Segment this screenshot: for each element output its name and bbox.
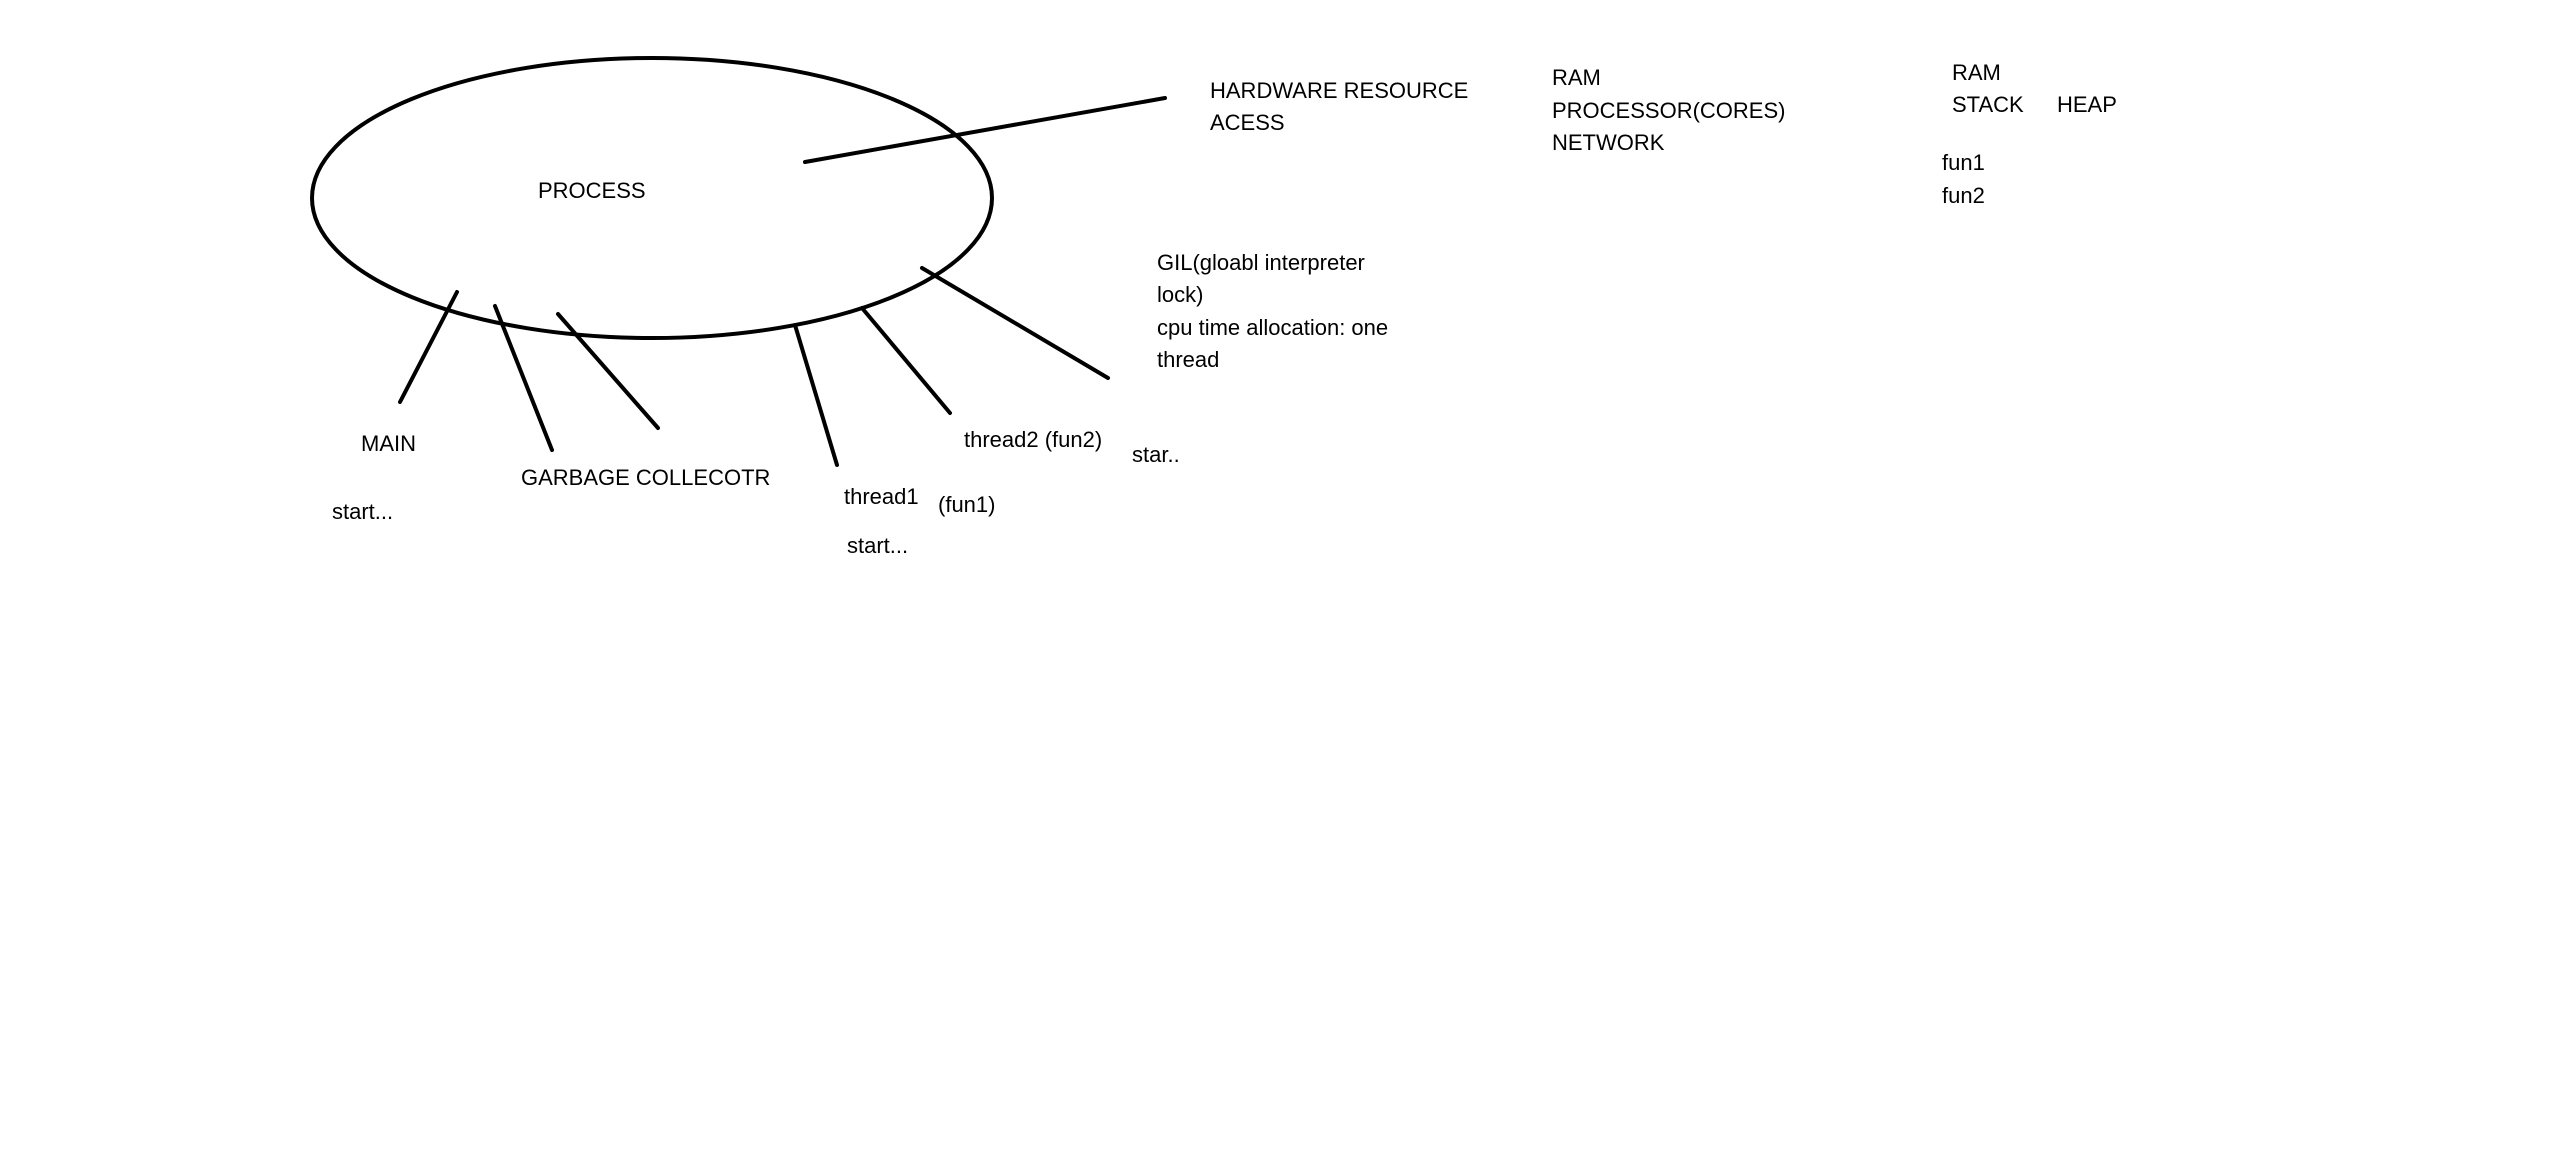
- main-thread-status: start...: [332, 499, 393, 524]
- thread1-func: (fun1): [938, 492, 995, 517]
- memory-heap-label: HEAP: [2057, 92, 2117, 117]
- gil-note-line2: lock): [1157, 282, 1203, 307]
- thread1-status: start...: [847, 533, 908, 558]
- thread1-label: thread1: [844, 484, 919, 509]
- thread2-line: [860, 306, 952, 415]
- resource-ram: RAM: [1552, 65, 1601, 90]
- gil-note-line3: cpu time allocation: one: [1157, 315, 1388, 340]
- main-thread-line: [398, 290, 459, 404]
- gc-line-1: [493, 304, 554, 452]
- gil-note-line1: GIL(gloabl interpreter: [1157, 250, 1365, 275]
- thread2-status: star..: [1132, 442, 1180, 467]
- thread2-label: thread2 (fun2): [964, 427, 1102, 452]
- gc-label: GARBAGE COLLECOTR: [521, 465, 770, 490]
- resource-processor: PROCESSOR(CORES): [1552, 98, 1785, 123]
- hardware-title-line1: HARDWARE RESOURCE: [1210, 78, 1468, 103]
- hardware-title-line2: ACESS: [1210, 110, 1285, 135]
- resource-network: NETWORK: [1552, 130, 1665, 155]
- hardware-access-connector: [803, 96, 1167, 164]
- gil-note-line4: thread: [1157, 347, 1219, 372]
- stack-item-fun2: fun2: [1942, 183, 1985, 208]
- memory-ram-label: RAM: [1952, 60, 2001, 85]
- thread1-line: [793, 323, 839, 467]
- gc-line-2: [556, 312, 660, 430]
- process-label: PROCESS: [538, 178, 646, 203]
- memory-stack-label: STACK: [1952, 92, 2024, 117]
- main-thread-label: MAIN: [361, 431, 416, 456]
- process-ellipse: [310, 56, 994, 340]
- gil-connector: [920, 266, 1110, 380]
- stack-item-fun1: fun1: [1942, 150, 1985, 175]
